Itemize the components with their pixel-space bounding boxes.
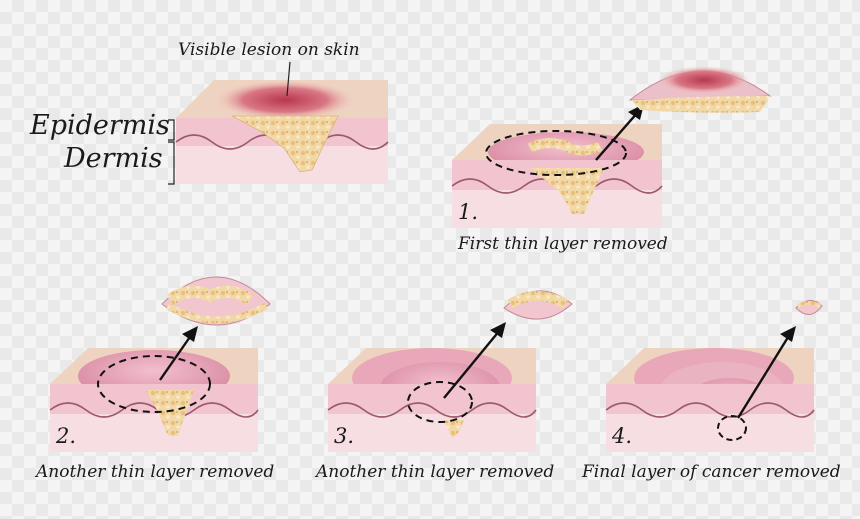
excised-tissue-3 (503, 290, 573, 320)
excised-tissue-4 (795, 300, 823, 315)
step-2-caption: Another thin layer removed (36, 462, 275, 482)
lesion-label: Visible lesion on skin (178, 40, 360, 60)
skin-block-step-4 (605, 326, 815, 452)
skin-block-step-2 (49, 326, 259, 452)
dermis-label: Dermis (64, 143, 163, 174)
tumor-mass (444, 420, 464, 438)
removed-layer-arrow (595, 111, 639, 161)
excision-outline (97, 355, 211, 413)
skin-block-step-3 (327, 322, 537, 452)
tumor-mass (146, 390, 194, 436)
layer-brackets (168, 119, 175, 185)
step-4-caption: Final layer of cancer removed (582, 462, 841, 482)
lesion-pointer (286, 61, 291, 97)
excision-outline (485, 130, 627, 176)
step-1-number: 1. (458, 200, 479, 224)
excised-tissue-2 (161, 276, 271, 326)
skin-block-step-1 (451, 104, 663, 228)
tumor-mass (231, 115, 339, 173)
step-4-number: 4. (612, 424, 633, 448)
step-1-caption: First thin layer removed (458, 234, 668, 254)
step-3-number: 3. (334, 424, 355, 448)
lesion-spot (215, 80, 355, 120)
dermis-side (176, 146, 388, 184)
step-2-number: 2. (56, 424, 77, 448)
tumor-mass (530, 168, 604, 214)
excision-outline (407, 381, 473, 423)
excised-tissue-1 (628, 66, 772, 113)
excision-outline (717, 415, 747, 441)
skin-block-intact (175, 61, 389, 184)
epidermis-label: Epidermis (30, 110, 170, 141)
step-3-caption: Another thin layer removed (316, 462, 555, 482)
